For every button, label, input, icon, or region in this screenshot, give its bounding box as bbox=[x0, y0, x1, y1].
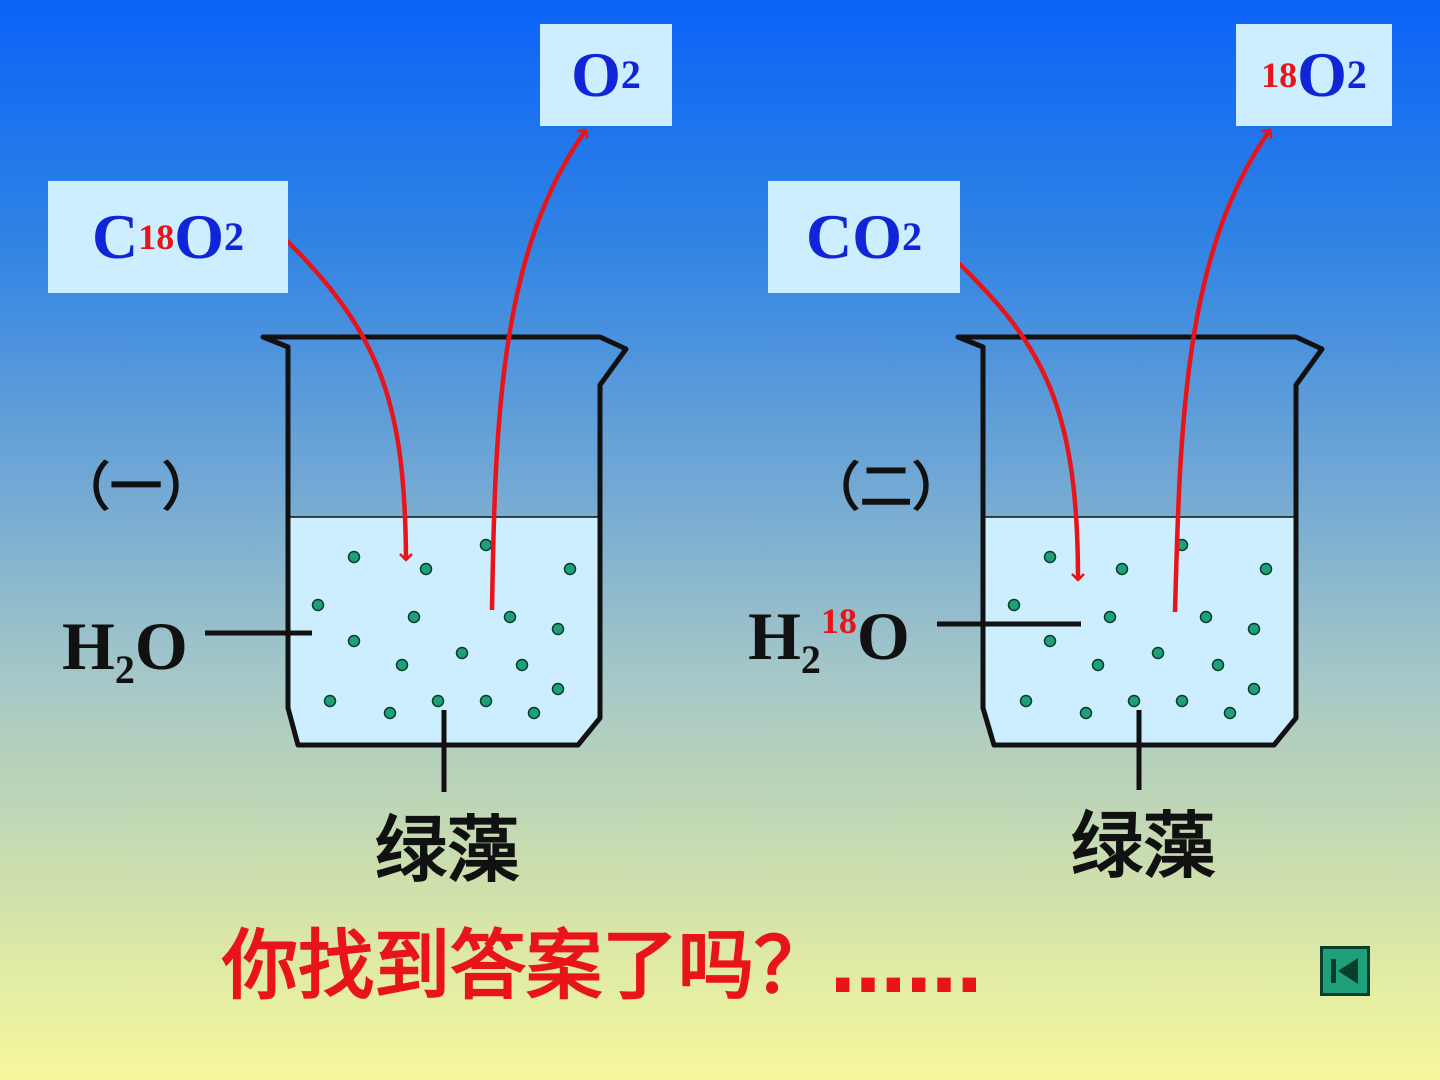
subscript: 2 bbox=[1346, 52, 1367, 97]
subscript: 2 bbox=[902, 214, 922, 259]
water-formula-1: H2O bbox=[62, 612, 188, 690]
subscript: 2 bbox=[224, 214, 244, 259]
arrow-18o2-out-of-water bbox=[1172, 128, 1273, 613]
beaker-1 bbox=[205, 128, 629, 792]
o-symbol: O bbox=[571, 39, 621, 110]
first-slide-button[interactable] bbox=[1320, 946, 1370, 996]
subscript: 2 bbox=[114, 647, 135, 692]
beaker-1-algae-dots bbox=[311, 538, 577, 720]
beaker-2 bbox=[937, 128, 1325, 790]
algae-label-1: 绿藻 bbox=[375, 808, 520, 892]
o-symbol: O bbox=[1297, 39, 1347, 110]
subscript: 2 bbox=[620, 52, 641, 97]
co-symbol: CO bbox=[806, 201, 902, 272]
isotope-superscript: 18 bbox=[820, 601, 857, 641]
o-symbol: O bbox=[174, 201, 224, 272]
o-symbol: O bbox=[856, 598, 910, 674]
algae-label-2: 绿藻 bbox=[1071, 804, 1216, 888]
question-text: 你找到答案了吗？…… bbox=[222, 921, 982, 1010]
beaker-2-outline bbox=[955, 334, 1325, 748]
arrow-co2-into-water bbox=[946, 251, 1085, 582]
h-symbol: H bbox=[748, 598, 801, 674]
experiment-2-number: （二） bbox=[808, 458, 965, 518]
beaker-2-algae-dots bbox=[1007, 538, 1273, 720]
water-formula-2: H218O bbox=[748, 602, 910, 680]
beaker-1-outline bbox=[260, 334, 629, 748]
c-symbol: C bbox=[92, 201, 139, 272]
arrow-c18o2-into-water bbox=[274, 228, 413, 562]
first-slide-icon bbox=[1331, 958, 1358, 984]
o-symbol: O bbox=[134, 608, 188, 684]
subscript: 2 bbox=[800, 637, 821, 682]
experiment-1-number: （一） bbox=[58, 458, 215, 518]
isotope-superscript: 18 bbox=[138, 217, 175, 257]
h-symbol: H bbox=[62, 608, 115, 684]
arrow-o2-out-of-water bbox=[489, 128, 589, 611]
isotope-superscript: 18 bbox=[1261, 55, 1298, 95]
